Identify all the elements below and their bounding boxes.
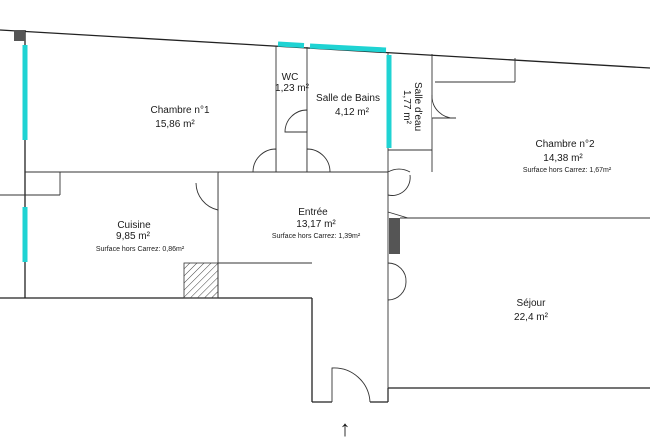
room-note-entree: Surface hors Carrez: 1,39m² xyxy=(272,233,361,240)
column xyxy=(389,218,400,254)
room-area-sejour: 22,4 m² xyxy=(514,312,549,323)
room-name-sdb: Salle de Bains xyxy=(316,93,380,104)
room-area-salle-eau: 1,77 m² xyxy=(401,90,412,125)
entrance-arrow-icon: ↑ xyxy=(340,416,351,441)
windows xyxy=(22,41,392,262)
room-name-chambre1: Chambre n°1 xyxy=(150,105,209,116)
room-area-chambre2: 14,38 m² xyxy=(543,153,583,164)
room-name-cuisine: Cuisine xyxy=(117,220,151,231)
column xyxy=(14,30,25,41)
room-name-entree: Entrée xyxy=(298,207,328,218)
room-name-chambre2: Chambre n°2 xyxy=(535,139,594,150)
room-area-sdb: 4,12 m² xyxy=(335,107,370,118)
interior-walls xyxy=(0,46,650,402)
room-note-chambre2: Surface hors Carrez: 1,67m² xyxy=(523,167,612,174)
room-name-wc: WC xyxy=(282,72,299,83)
room-area-entree: 13,17 m² xyxy=(296,219,336,230)
room-area-chambre1: 15,86 m² xyxy=(155,119,195,130)
room-name-salle-eau: Salle d'eau xyxy=(412,82,423,131)
doors xyxy=(195,94,457,403)
room-area-cuisine: 9,85 m² xyxy=(116,231,151,242)
hatched-duct xyxy=(183,262,219,299)
room-area-wc: 1,23 m² xyxy=(275,83,310,94)
room-note-cuisine: Surface hors Carrez: 0,86m² xyxy=(96,246,185,253)
room-name-sejour: Séjour xyxy=(517,298,547,309)
